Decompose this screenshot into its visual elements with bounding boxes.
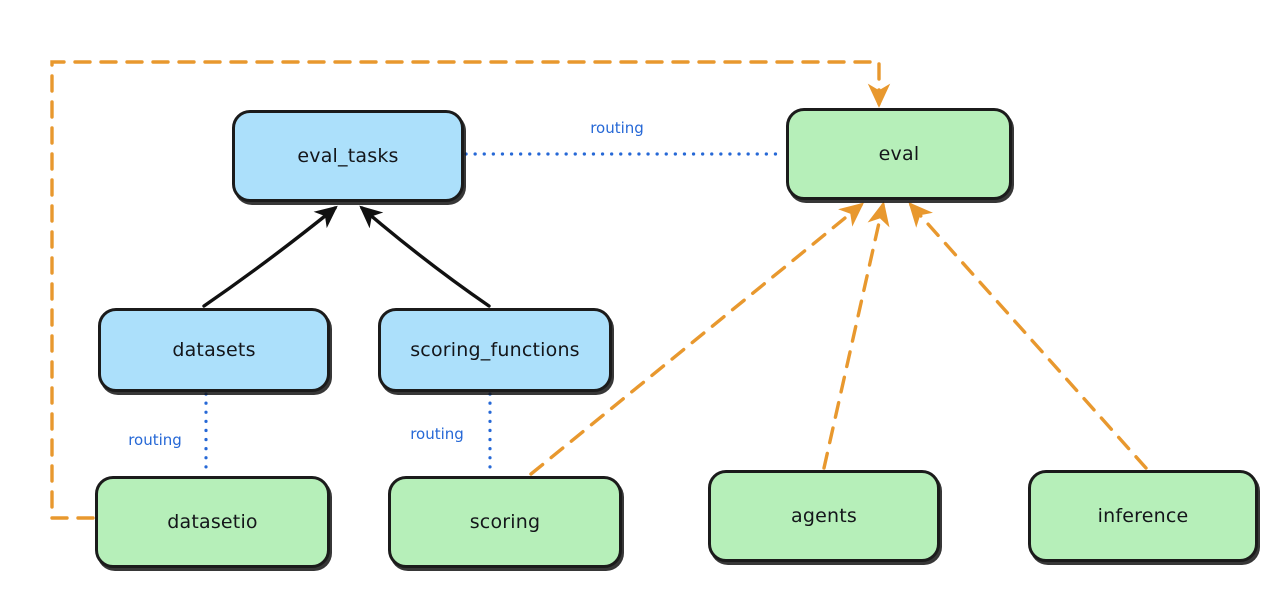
- edge-label-routing-scoring: routing: [410, 425, 464, 443]
- node-scoring-label: scoring: [469, 511, 541, 533]
- node-scoring-functions[interactable]: scoring_functions: [378, 308, 612, 392]
- node-eval-tasks[interactable]: eval_tasks: [232, 110, 464, 202]
- edge-agents-eval: [822, 201, 890, 470]
- edge-scoring-eval: [529, 202, 864, 476]
- node-scoring[interactable]: scoring: [388, 476, 622, 568]
- edge-inference-eval: [908, 202, 1148, 470]
- node-datasetio[interactable]: datasetio: [95, 476, 330, 568]
- edge-datasetio-eval: [50, 60, 891, 520]
- node-inference-label: inference: [1097, 505, 1189, 527]
- node-datasets-label: datasets: [172, 339, 256, 361]
- edge-datasets-eval-tasks: [202, 205, 338, 308]
- node-inference[interactable]: inference: [1028, 470, 1258, 562]
- edge-label-routing-eval: routing: [590, 119, 644, 137]
- node-eval[interactable]: eval: [786, 108, 1012, 200]
- node-eval-label: eval: [878, 143, 920, 165]
- node-agents-label: agents: [791, 505, 857, 527]
- node-eval-tasks-label: eval_tasks: [297, 145, 399, 167]
- edge-scoring-functions-eval-tasks: [359, 205, 491, 308]
- node-datasets[interactable]: datasets: [98, 308, 330, 392]
- node-scoring-functions-label: scoring_functions: [410, 339, 580, 361]
- node-datasetio-label: datasetio: [167, 511, 258, 533]
- edge-label-routing-datasetio: routing: [128, 431, 182, 449]
- node-agents[interactable]: agents: [708, 470, 940, 562]
